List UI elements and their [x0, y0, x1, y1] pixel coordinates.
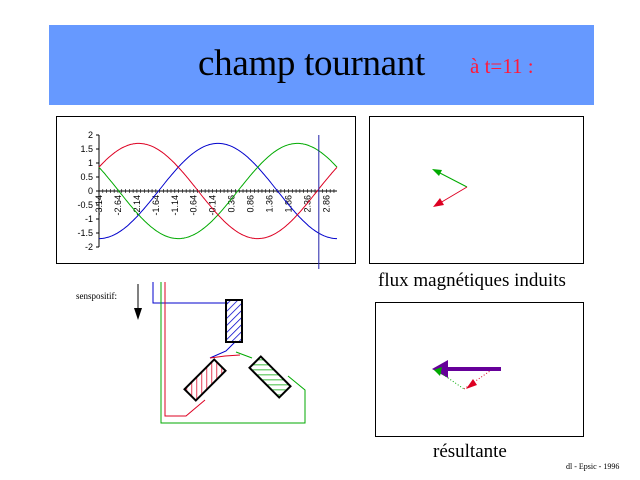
x-tick-label: 2.86	[321, 195, 331, 213]
wire-green	[160, 282, 306, 424]
y-tick-label: 1	[88, 158, 93, 168]
x-tick-label: -1.14	[170, 195, 180, 216]
series-line-3	[98, 142, 338, 240]
x-tick-label: 1.86	[283, 195, 293, 213]
coil-3	[183, 358, 227, 402]
x-tick-label: -1.64	[151, 195, 161, 216]
flux-vector-red	[439, 186, 468, 204]
y-tick-label: 0.5	[80, 172, 93, 182]
title-banner	[49, 25, 594, 105]
x-tick-label: -0.14	[208, 195, 218, 216]
dotted-green	[437, 370, 465, 390]
wire-green-link	[235, 351, 253, 359]
x-tick-label: 0.36	[227, 195, 237, 213]
arrowhead-red-small-icon	[466, 379, 477, 389]
flux-panel	[369, 116, 584, 264]
phase-chart: 2 1.5 1 0.5 0 -0.5 -1 -1.5 -2 -3.14 -2.64 -2.14 -1.6…	[56, 116, 356, 269]
time-label: à t=11 :	[470, 54, 534, 78]
wire-red	[164, 282, 206, 417]
resultant-panel	[375, 302, 584, 437]
flux-vector-green	[437, 171, 468, 188]
x-tick-label: -0.64	[189, 195, 199, 216]
flux-caption: flux magnétiques induits	[378, 270, 566, 291]
x-tick-label: -3.14	[94, 195, 104, 216]
flux-vectors	[432, 169, 468, 207]
page-title: champ tournant	[198, 43, 425, 84]
x-tick-label: 1.36	[265, 195, 275, 213]
wire-blue	[152, 282, 228, 304]
arrowhead-red-icon	[433, 198, 444, 207]
x-tick-label: 0.86	[246, 195, 256, 213]
y-tick-label: -2	[85, 242, 93, 252]
resultant-vectors	[432, 360, 501, 390]
resultant-caption: résultante	[433, 441, 507, 462]
wire-blue-out	[209, 340, 237, 359]
y-tick-label: 1.5	[80, 144, 93, 154]
dotted-red	[463, 370, 491, 390]
y-tick-label: 2	[88, 130, 93, 140]
wire-red-link	[209, 354, 241, 359]
coil-1	[225, 299, 243, 343]
x-tick-label: -2.64	[113, 195, 123, 216]
arrowhead-green-small-icon	[434, 367, 442, 376]
arrowhead-green-icon	[432, 169, 442, 176]
y-tick-label: 0	[88, 186, 93, 196]
sens-positif-label: senspositif:	[76, 291, 118, 301]
down-arrow-icon	[134, 308, 142, 320]
phase-chart-svg: 2 1.5 1 0.5 0 -0.5 -1 -1.5 -2 -3.14 -2.64 -2.14 -1.6…	[77, 130, 338, 269]
y-tick-label: -1	[85, 214, 93, 224]
y-tick-label: -0.5	[77, 200, 93, 210]
x-tick-label: -2.14	[132, 195, 142, 216]
y-tick-label: -1.5	[77, 228, 93, 238]
coil-2	[248, 355, 292, 399]
footer-credit: dl - Epsic - 1996	[566, 462, 620, 471]
